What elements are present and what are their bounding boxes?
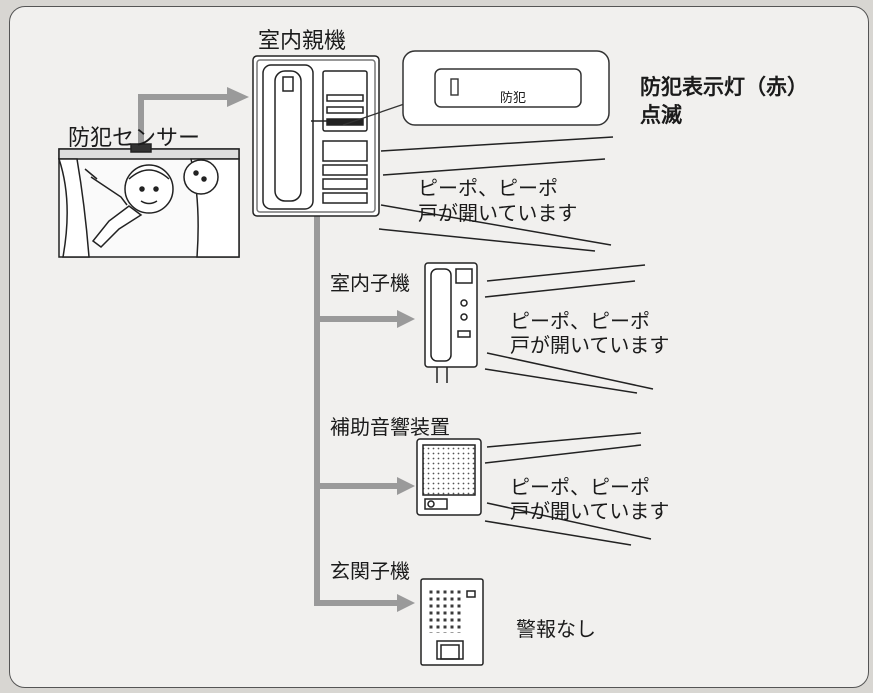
main-unit-message-line2: 戸が開いています xyxy=(418,201,578,225)
sound-wave-icon xyxy=(484,264,654,394)
aux-unit-title: 補助音響装置 xyxy=(330,415,450,439)
door-station-icon xyxy=(420,578,484,666)
intercom-sub-unit-icon xyxy=(424,262,478,383)
sensor-connector-arrow xyxy=(138,87,249,144)
intercom-main-unit-icon xyxy=(252,55,380,217)
indicator-note-line1: 防犯表示灯（赤） xyxy=(640,75,808,99)
indicator-label: 防犯 xyxy=(500,91,527,106)
diagram-graphics xyxy=(57,50,654,666)
sub-unit-message-line2: 戸が開いています xyxy=(510,333,670,357)
burglar-icon xyxy=(57,143,240,258)
aux-unit-message-line2: 戸が開いています xyxy=(510,499,670,523)
indicator-note-line2: 点滅 xyxy=(640,103,682,127)
main-unit-title: 室内親機 xyxy=(258,29,347,54)
indicator-callout xyxy=(342,50,610,126)
door-unit-title: 玄関子機 xyxy=(330,559,410,583)
door-unit-message: 警報なし xyxy=(516,617,596,641)
sound-wave-icon xyxy=(484,432,652,546)
distribution-connector xyxy=(314,216,415,612)
sub-unit-message-line1: ピーポ、ピーポ xyxy=(510,309,650,333)
sensor-title: 防犯センサー xyxy=(68,126,201,151)
speaker-unit-icon xyxy=(416,438,482,516)
main-unit-message-line1: ピーポ、ピーポ xyxy=(418,176,558,200)
sound-wave-icon xyxy=(378,136,614,252)
sub-unit-title: 室内子機 xyxy=(330,271,410,295)
diagram-panel: 室内親機 防犯センサー 防犯 防犯表示灯（赤） 点滅 ピーポ、ピーポ 戸が開いて… xyxy=(9,6,869,688)
aux-unit-message-line1: ピーポ、ピーポ xyxy=(510,475,650,499)
